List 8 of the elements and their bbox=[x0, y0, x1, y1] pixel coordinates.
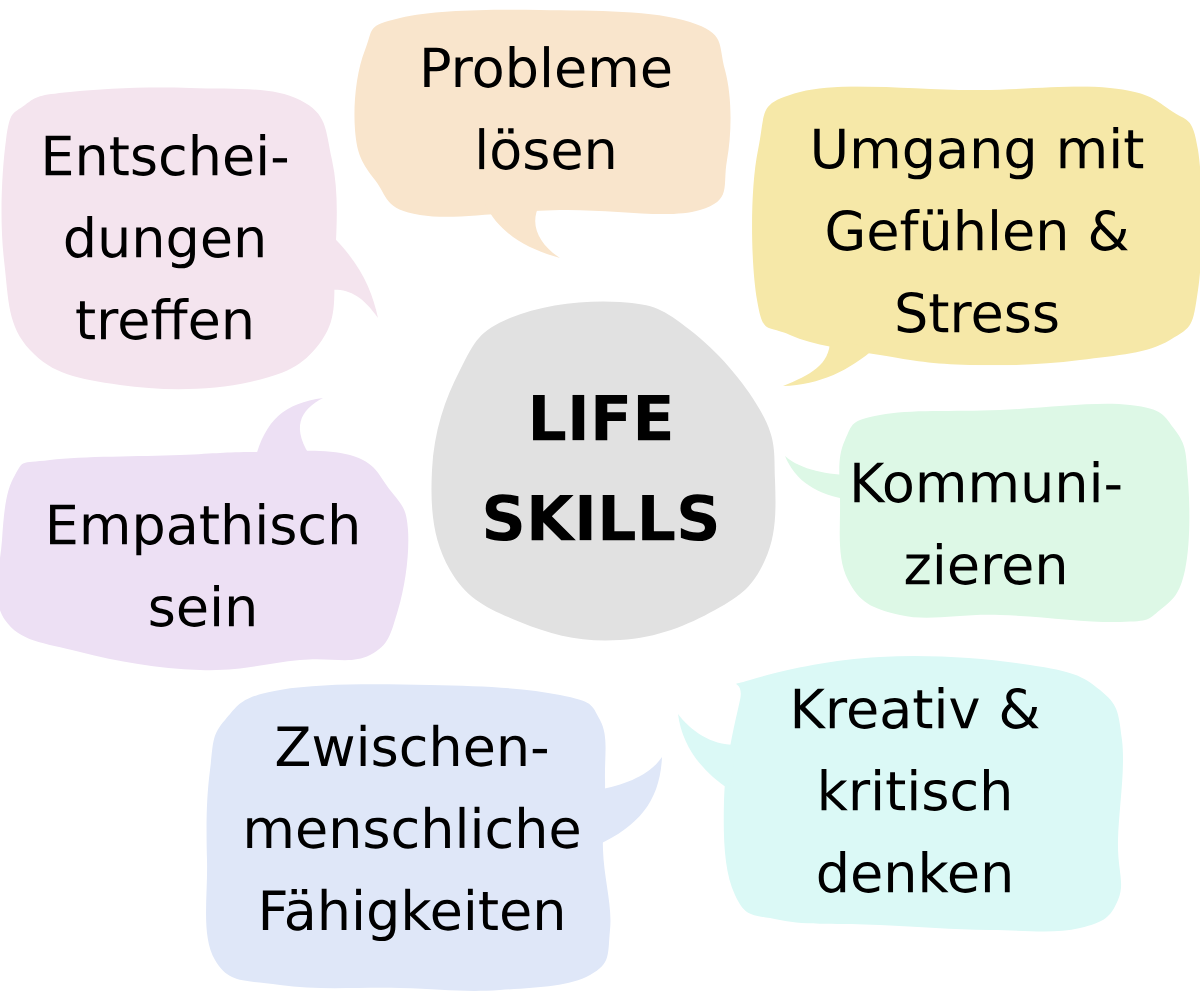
speech-bubble: Entschei- dungen treffen bbox=[1, 87, 378, 390]
speech-bubble: Umgang mit Gefühlen & Stress bbox=[752, 86, 1200, 386]
speech-bubble: Kommuni- zieren bbox=[785, 403, 1190, 623]
speech-bubble: Probleme lösen bbox=[354, 9, 731, 258]
central-blob: LIFE SKILLS bbox=[431, 301, 776, 641]
speech-bubble: Zwischen- menschliche Fähigkeiten bbox=[206, 684, 662, 991]
speech-bubble: Kreativ & kritisch denken bbox=[678, 656, 1123, 932]
speech-bubble: Empathisch sein bbox=[0, 398, 409, 671]
